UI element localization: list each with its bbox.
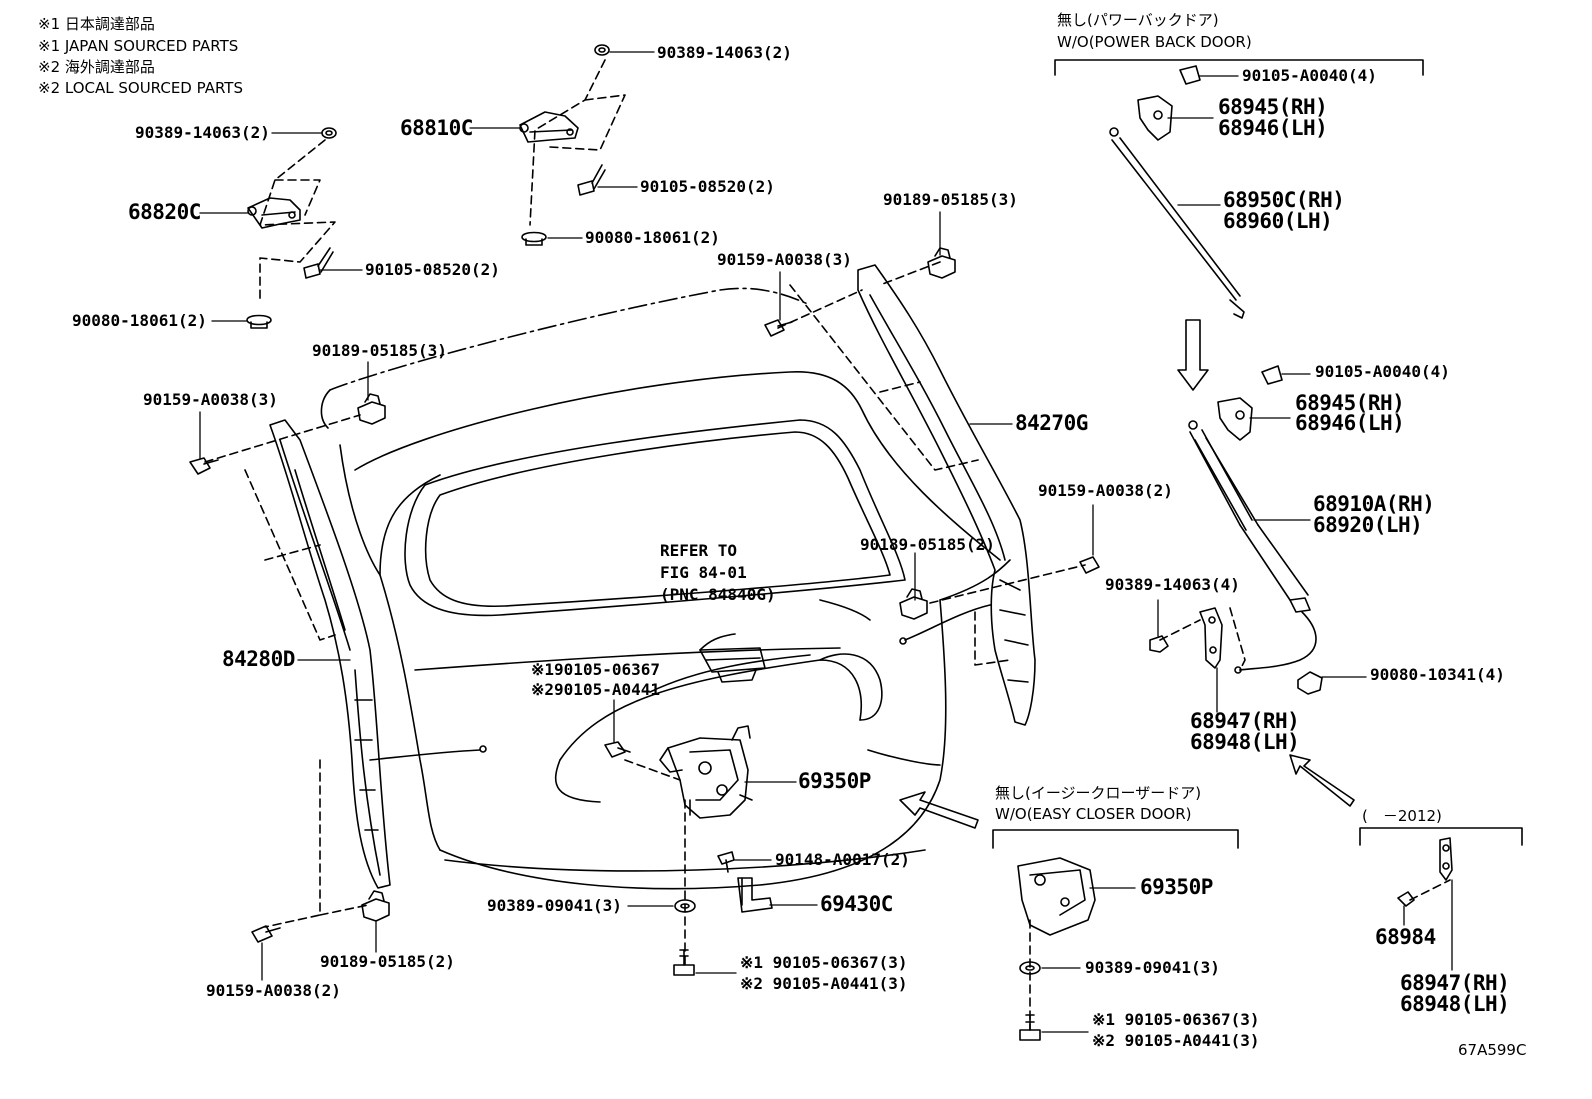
part-label[interactable]: 90189-05185(2) [860, 535, 995, 554]
part-label[interactable]: ※1 90105-06367(3) [1092, 1010, 1260, 1029]
note-line: ※1 日本調達部品 [38, 15, 155, 33]
part-label[interactable]: ※2 90105-A0441(3) [1092, 1031, 1260, 1050]
part-label[interactable]: 90105-A0040(4) [1315, 362, 1450, 381]
part-label[interactable]: ※1 90105-06367(3) [740, 953, 908, 972]
easy-closer-group [899, 791, 1239, 1041]
group-label-power-back-door-ja: 無し(パワーバックドア) [1057, 11, 1219, 29]
fasteners [189, 247, 1100, 943]
group-label-year-range: ( －2012) [1362, 807, 1442, 825]
note-line: ※2 海外調達部品 [38, 58, 155, 76]
part-label[interactable]: 68960(LH) [1223, 209, 1333, 233]
group-label-power-back-door-en: W/O(POWER BACK DOOR) [1057, 33, 1252, 51]
note-line: ※2 LOCAL SOURCED PARTS [38, 79, 243, 97]
part-label[interactable]: 90105-08520(2) [365, 260, 500, 279]
part-label[interactable]: 90148-A0017(2) [775, 850, 910, 869]
part-label[interactable]: 90389-14063(4) [1105, 575, 1240, 594]
lock-69350p [659, 725, 773, 976]
hinge-68810c [519, 44, 610, 246]
refer-note: FIG 84-01 [660, 563, 747, 582]
group-label-easy-closer-ja: 無し(イージークローザードア) [995, 784, 1202, 802]
part-label[interactable]: 69350P [798, 769, 871, 793]
power-stay-group [1149, 365, 1323, 695]
part-label[interactable]: 90159-A0038(3) [143, 390, 278, 409]
part-label[interactable]: 84270G [1015, 411, 1088, 435]
part-label[interactable]: 90189-05185(3) [312, 341, 447, 360]
part-label[interactable]: ※290105-A0441 [531, 680, 660, 699]
part-label[interactable]: 90159-A0038(2) [206, 981, 341, 1000]
back-door-body [320, 287, 1011, 890]
right-garnish-84270g [857, 264, 1036, 726]
refer-note: (PNC 84840G) [660, 585, 776, 604]
part-label[interactable]: 68910A(RH) [1313, 492, 1435, 516]
part-label[interactable]: 68946(LH) [1218, 116, 1328, 140]
part-label[interactable]: 90189-05185(3) [883, 190, 1018, 209]
part-label[interactable]: 90080-10341(4) [1370, 665, 1505, 684]
part-label[interactable]: 90159-A0038(3) [717, 250, 852, 269]
group-label-easy-closer-en: W/O(EASY CLOSER DOOR) [995, 805, 1192, 823]
part-label[interactable]: 90080-18061(2) [72, 311, 207, 330]
part-label[interactable]: 90105-08520(2) [640, 177, 775, 196]
hinge-68820c [246, 127, 337, 329]
leader-dashes [204, 59, 1451, 1031]
left-garnish-84280d [269, 419, 391, 889]
part-label[interactable]: 68945(RH) [1218, 95, 1328, 119]
part-label[interactable]: 90389-14063(2) [135, 123, 270, 142]
leader-lines [199, 51, 1453, 1033]
part-label[interactable]: 90080-18061(2) [585, 228, 720, 247]
part-label[interactable]: 68948(LH) [1190, 730, 1300, 754]
part-label[interactable]: 69350P [1140, 875, 1213, 899]
part-label[interactable]: 90389-14063(2) [657, 43, 792, 62]
part-label[interactable]: 68947(RH) [1190, 709, 1300, 733]
part-label[interactable]: 90189-05185(2) [320, 952, 455, 971]
part-label[interactable]: 68947(RH) [1400, 971, 1510, 995]
part-label[interactable]: 68920(LH) [1313, 513, 1423, 537]
part-label[interactable]: 68948(LH) [1400, 992, 1510, 1016]
part-label[interactable]: 68810C [400, 116, 473, 140]
part-label[interactable]: 69430C [820, 892, 893, 916]
diagram-code: 67A599C [1458, 1041, 1527, 1059]
part-label[interactable]: 68984 [1375, 925, 1436, 949]
part-label[interactable]: 68945(RH) [1295, 391, 1405, 415]
part-label[interactable]: ※190105-06367 [531, 660, 660, 679]
part-label[interactable]: 84280D [222, 647, 295, 671]
part-label[interactable]: 90389-09041(3) [1085, 958, 1220, 977]
gas-stay-group [1054, 59, 1424, 391]
part-label[interactable]: 90105-A0040(4) [1242, 66, 1377, 85]
part-label[interactable]: 68820C [128, 200, 201, 224]
part-label[interactable]: 68950C(RH) [1223, 188, 1345, 212]
refer-note: REFER TO [660, 541, 738, 560]
part-label[interactable]: 90159-A0038(2) [1038, 481, 1173, 500]
part-label[interactable]: 68946(LH) [1295, 411, 1405, 435]
part-label[interactable]: ※2 90105-A0441(3) [740, 974, 908, 993]
note-line: ※1 JAPAN SOURCED PARTS [38, 37, 239, 55]
part-label[interactable]: 90389-09041(3) [487, 896, 622, 915]
year-range-group [1289, 754, 1523, 907]
